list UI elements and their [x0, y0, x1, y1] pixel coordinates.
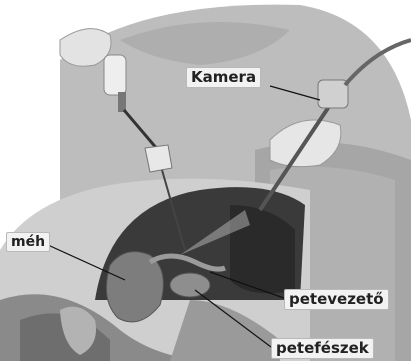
camera-label: Kamera: [186, 67, 261, 88]
uterus-label: méh: [6, 232, 50, 252]
fallopian-tube-label: petevezető: [284, 289, 389, 310]
ovary-label: petefészek: [271, 338, 374, 359]
ovary: [170, 273, 210, 297]
